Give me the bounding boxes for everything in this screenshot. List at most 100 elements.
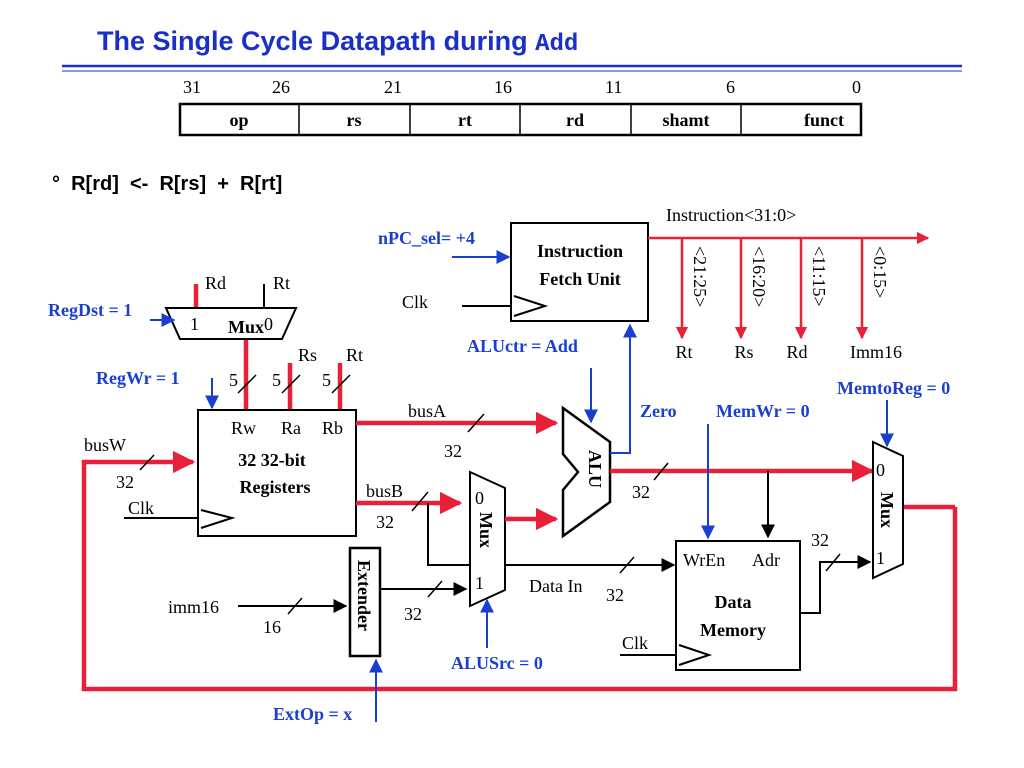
aluctr-signal: ALUctr = Add: [467, 336, 578, 356]
memtoreg-signal: MemtoReg = 0: [837, 378, 950, 398]
npc-sel-signal: nPC_sel= +4: [378, 228, 475, 248]
regfile-clk: Clk: [128, 498, 154, 518]
busa-width: 32: [444, 441, 462, 461]
regfile-clock-triangle: [200, 509, 236, 529]
ext-out-width: 32: [404, 604, 422, 624]
extender: Extender: [348, 546, 382, 658]
bit-31: 31: [183, 77, 201, 97]
alu-label: ALU: [585, 450, 605, 488]
ifu-label-2: Fetch Unit: [539, 269, 620, 289]
busa-label: busA: [408, 401, 446, 421]
title-code: Add: [535, 31, 579, 58]
regwr-signal: RegWr = 1: [96, 368, 180, 388]
alusrc-sel0: 0: [475, 488, 484, 508]
instruction-bus-label: Instruction<31:0>: [666, 205, 796, 225]
imm16-width: 16: [263, 617, 281, 637]
regdst-sel0: 0: [264, 314, 273, 334]
alusrc-mux: 0 Mux 1: [469, 470, 506, 608]
instruction-fetch-unit: Instruction Fetch Unit Clk: [402, 222, 649, 322]
tap-11-15: <11:15>: [809, 246, 829, 307]
mem-clk: Clk: [622, 633, 648, 653]
width-rw: 5: [229, 370, 238, 390]
busw-loop: [81, 450, 958, 692]
register-file: Rw Ra Rb 32 32-bit Registers: [197, 409, 357, 537]
field-rd: rd: [566, 110, 584, 130]
field-rs: rs: [347, 110, 362, 130]
extender-label: Extender: [354, 560, 374, 631]
out-rt: Rt: [675, 342, 692, 362]
out-rd: Rd: [786, 342, 807, 362]
regdst-in-rd: Rd: [205, 273, 226, 293]
regdst-mux-label: Mux: [228, 317, 264, 337]
mem-label-2: Memory: [700, 620, 766, 640]
field-shamt: shamt: [662, 110, 709, 130]
bit-21: 21: [384, 77, 402, 97]
mem-out-wire: [800, 555, 872, 614]
memtoreg-mux: 0 Mux 1: [872, 440, 904, 580]
title-text: The Single Cycle Datapath during: [97, 26, 536, 56]
slide-title: The Single Cycle Datapath during Add: [97, 26, 578, 58]
tap-0-15: <0:15>: [870, 246, 890, 298]
regfile-label-1: 32 32-bit: [238, 450, 306, 470]
memtoreg-mux-label: Mux: [877, 492, 897, 528]
out-imm16: Imm16: [850, 342, 902, 362]
data-in-wire: [427, 503, 676, 572]
extender-box: [348, 546, 382, 658]
regdst-mux-shape: [164, 307, 298, 340]
reg-rs-input: Rs: [298, 345, 317, 365]
ifu-label-1: Instruction: [537, 241, 623, 261]
data-memory: WrEn Adr Data Memory: [675, 540, 801, 671]
regdst-in-rt: Rt: [273, 273, 290, 293]
mem-wren: WrEn: [683, 550, 725, 570]
alusrc-signal: ALUSrc = 0: [451, 653, 543, 673]
busb-label: busB: [366, 481, 403, 501]
mem-out-width: 32: [811, 530, 829, 550]
alusrc-mux-shape: [469, 470, 506, 608]
field-rt: rt: [458, 110, 472, 130]
width-ra: 5: [272, 370, 281, 390]
busw-width: 32: [116, 472, 134, 492]
memtoreg-mux-shape: [872, 440, 904, 580]
regfile-label-2: Registers: [240, 477, 311, 497]
alusrc-sel1: 1: [475, 573, 484, 593]
bit-26: 26: [272, 77, 290, 97]
bit-11: 11: [605, 77, 622, 97]
regdst-sel1: 1: [190, 314, 199, 334]
imm16-label: imm16: [168, 597, 219, 617]
port-ra: Ra: [281, 418, 301, 438]
out-rs: Rs: [734, 342, 753, 362]
data-in-width: 32: [606, 585, 624, 605]
alusrc-mux-label: Mux: [476, 512, 496, 548]
ifu-clock-triangle: [513, 295, 549, 317]
ifu-clk: Clk: [402, 292, 428, 312]
zero-wire: [610, 323, 637, 454]
bit-6: 6: [726, 77, 735, 97]
mem-clock-triangle: [678, 644, 713, 666]
regdst-mux: 1 Mux 0: [164, 307, 298, 340]
tap-16-20: <16:20>: [749, 246, 769, 307]
data-in-label: Data In: [529, 576, 582, 596]
memtoreg-sel1: 1: [876, 548, 885, 568]
alu: ALU: [561, 405, 612, 539]
zero-signal: Zero: [640, 401, 677, 421]
tap-21-25: <21:25>: [690, 246, 710, 307]
width-rb: 5: [322, 370, 331, 390]
busb-width: 32: [376, 512, 394, 532]
extop-signal: ExtOp = x: [273, 704, 352, 724]
instruction-format: 31 26 21 16 11 6 0 op rs rt rd shamt fun…: [178, 77, 863, 137]
memtoreg-sel0: 0: [876, 460, 885, 480]
alu-result-width: 32: [632, 482, 650, 502]
reg-rt-input: Rt: [346, 345, 363, 365]
port-rw: Rw: [231, 418, 256, 438]
field-op: op: [229, 110, 248, 130]
bit-0: 0: [852, 77, 861, 97]
mem-label-1: Data: [715, 592, 752, 612]
regdst-signal: RegDst = 1: [48, 300, 132, 320]
data-memory-box: [675, 540, 801, 671]
memwr-signal: MemWr = 0: [716, 401, 810, 421]
rtl-statement: ° R[rd] <- R[rs] + R[rt]: [52, 173, 283, 195]
field-funct: funct: [804, 110, 844, 130]
bit-16: 16: [494, 77, 512, 97]
mem-adr: Adr: [752, 550, 780, 570]
